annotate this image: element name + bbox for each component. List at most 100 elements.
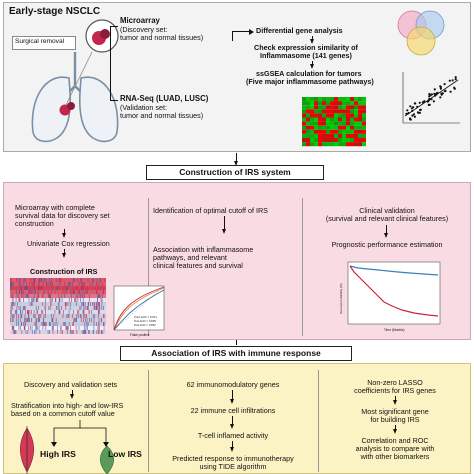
irs-heatmap-stripe [99,294,101,298]
irs-heatmap-stripe [14,330,15,334]
irs-heatmap-stripe [79,314,81,318]
bottom-col3-arrow1-head [393,400,397,405]
irs-heatmap-stripe [81,302,83,306]
irs-heatmap-stripe [81,282,83,286]
irs-heatmap-stripe [42,282,44,286]
irs-heatmap-stripe [33,298,35,302]
irs-heatmap-stripe [87,326,88,330]
mid-col2-arrow-line [224,216,225,230]
heatmap-cell [334,113,338,118]
irs-heatmap-stripe [31,330,33,334]
irs-heatmap-stripe [62,330,63,334]
irs-heatmap-stripe [96,306,97,310]
irs-heatmap-stripe [86,290,88,294]
irs-heatmap-stripe [15,310,17,314]
irs-heatmap-row [10,286,106,290]
irs-heatmap-stripe [31,290,33,294]
irs-heatmap-stripe [72,322,74,326]
irs-heatmap-stripe [35,306,37,310]
irs-heatmap-stripe [30,326,31,330]
heatmap-cell [346,97,350,102]
irs-heatmap-stripe [48,306,50,310]
irs-heatmap-stripe [10,318,11,322]
irs-heatmap-row [10,330,106,334]
irs-heatmap-stripe [35,330,37,334]
irs-heatmap-stripe [54,290,56,294]
irs-heatmap-stripe [36,298,38,302]
heatmap-cell [302,117,306,122]
irs-heatmap-stripe [78,310,80,314]
section2-arrow-head [234,161,238,166]
irs-heatmap-stripe [64,294,65,298]
irs-heatmap-stripe [20,306,21,310]
irs-heatmap-stripe [103,314,104,318]
heatmap-cell [342,113,346,118]
heatmap-cell [334,121,338,126]
irs-heatmap-stripe [25,310,26,314]
irs-heatmap-stripe [82,298,84,302]
irs-heatmap-stripe [78,290,80,294]
irs-heatmap-stripe [39,318,40,322]
irs-heatmap-stripe [77,294,79,298]
irs-heatmap-stripe [19,298,21,302]
heatmap-cell [322,129,326,134]
irs-heatmap-stripe [69,306,71,310]
irs-heatmap-stripe [37,310,38,314]
heatmap-cell [334,105,338,110]
irs-heatmap-stripe [73,330,74,334]
irs-heatmap-stripe [98,330,99,334]
irs-heatmap-stripe [50,282,52,286]
violin-plot-2 [99,445,115,474]
irs-heatmap-stripe [67,302,69,306]
irs-heatmap-stripe [16,310,18,314]
heatmap-cell [322,125,326,130]
irs-heatmap-stripe [19,310,21,314]
irs-heatmap-stripe [79,294,81,298]
irs-heatmap-stripe [66,286,68,290]
irs-heatmap-stripe [86,306,88,310]
heatmap-cell [330,113,334,118]
irs-heatmap-stripe [52,318,53,322]
scatter-dot [413,102,416,105]
irs-heatmap-stripe [39,330,41,334]
irs-heatmap-stripe [52,282,53,286]
irs-heatmap-stripe [98,310,100,314]
irs-heatmap-stripe [27,330,29,334]
irs-heatmap-stripe [84,294,85,298]
mid-col2-line1: Identification of optimal cutoff of IRS [153,206,268,215]
heatmap-cell [342,117,346,122]
irs-heatmap-stripe [52,326,54,330]
heatmap-cell [350,138,354,143]
irs-heatmap-stripe [83,330,84,334]
irs-heatmap-stripe [71,330,73,334]
irs-heatmap-stripe [42,294,44,298]
irs-heatmap-stripe [18,322,19,326]
heatmap-cell [358,97,362,102]
irs-heatmap-stripe [18,298,20,302]
heatmap-cell [354,129,358,134]
irs-heatmap-stripe [62,314,64,318]
irs-heatmap-stripe [58,310,60,314]
irs-heatmap-stripe [17,302,18,306]
irs-heatmap-stripe [93,278,94,282]
irs-heatmap-stripe [39,314,41,318]
irs-heatmap-stripe [83,306,85,310]
irs-heatmap-stripe [58,286,60,290]
heatmap-cell [326,142,330,147]
irs-heatmap-stripe [55,318,57,322]
irs-heatmap-stripe [22,310,24,314]
irs-heatmap-row [10,326,106,330]
irs-heatmap-stripe [70,330,72,334]
irs-heatmap-stripe [96,330,98,334]
irs-heatmap-stripe [102,330,104,334]
heatmap-cell [322,142,326,147]
heatmap-cell [326,117,330,122]
irs-heatmap-stripe [93,326,95,330]
irs-heatmap-stripe [18,326,20,330]
irs-heatmap-stripe [94,314,96,318]
scatter-dot [441,92,444,95]
irs-heatmap-stripe [43,318,44,322]
irs-heatmap-stripe [77,290,79,294]
irs-heatmap-stripe [98,310,99,314]
irs-heatmap-stripe [20,314,22,318]
